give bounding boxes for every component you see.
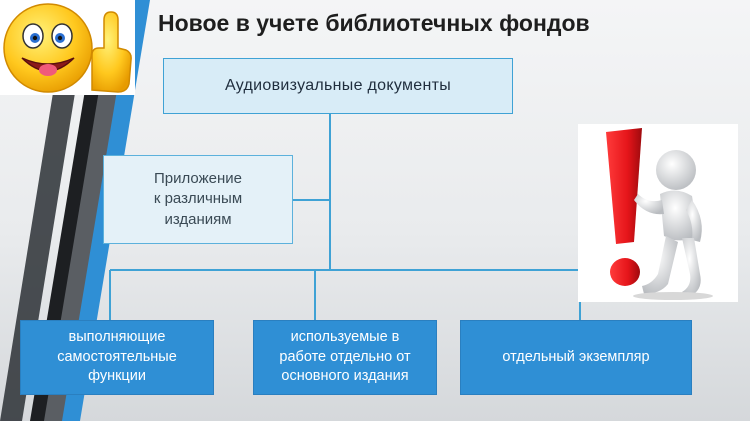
emoji-panel	[0, 0, 135, 95]
illustration-panel	[578, 124, 738, 302]
node-root: Аудиовизуальные документы	[163, 58, 513, 114]
smiley-thumbs-up-icon	[3, 3, 132, 93]
node-child-line: функции	[88, 368, 146, 385]
node-child-line: основного издания	[281, 368, 409, 385]
node-child-1: выполняющие самостоятельные функции	[20, 320, 214, 395]
slide-title: Новое в учете библиотечных фондов	[158, 10, 590, 36]
node-appendix-line: Приложение	[154, 170, 242, 188]
node-appendix-line: изданиям	[164, 210, 232, 228]
node-appendix: Приложение к различным изданиям	[103, 155, 293, 244]
stripe-dark-2	[0, 0, 90, 421]
node-child-3: отдельный экземпляр	[460, 320, 692, 395]
node-root-label: Аудиовизуальные документы	[224, 77, 452, 95]
node-child-line: работе отдельно от	[279, 348, 411, 365]
node-child-2: используемые в работе отдельно от основн…	[253, 320, 437, 395]
node-appendix-line: к различным	[153, 190, 243, 208]
node-appendix-text: Приложение к различным изданиям	[154, 169, 242, 230]
person-with-exclamation-icon	[606, 128, 713, 300]
node-child-2-text: используемые в работе отдельно от основн…	[279, 328, 410, 387]
node-child-line: выполняющие	[68, 329, 166, 346]
node-child-1-text: выполняющие самостоятельные функции	[57, 328, 177, 387]
node-child-line: самостоятельные	[57, 348, 177, 365]
stripe-grey	[44, 0, 132, 421]
node-child-line: отдельный экземпляр	[502, 348, 650, 365]
node-child-line: используемые в	[290, 329, 400, 346]
